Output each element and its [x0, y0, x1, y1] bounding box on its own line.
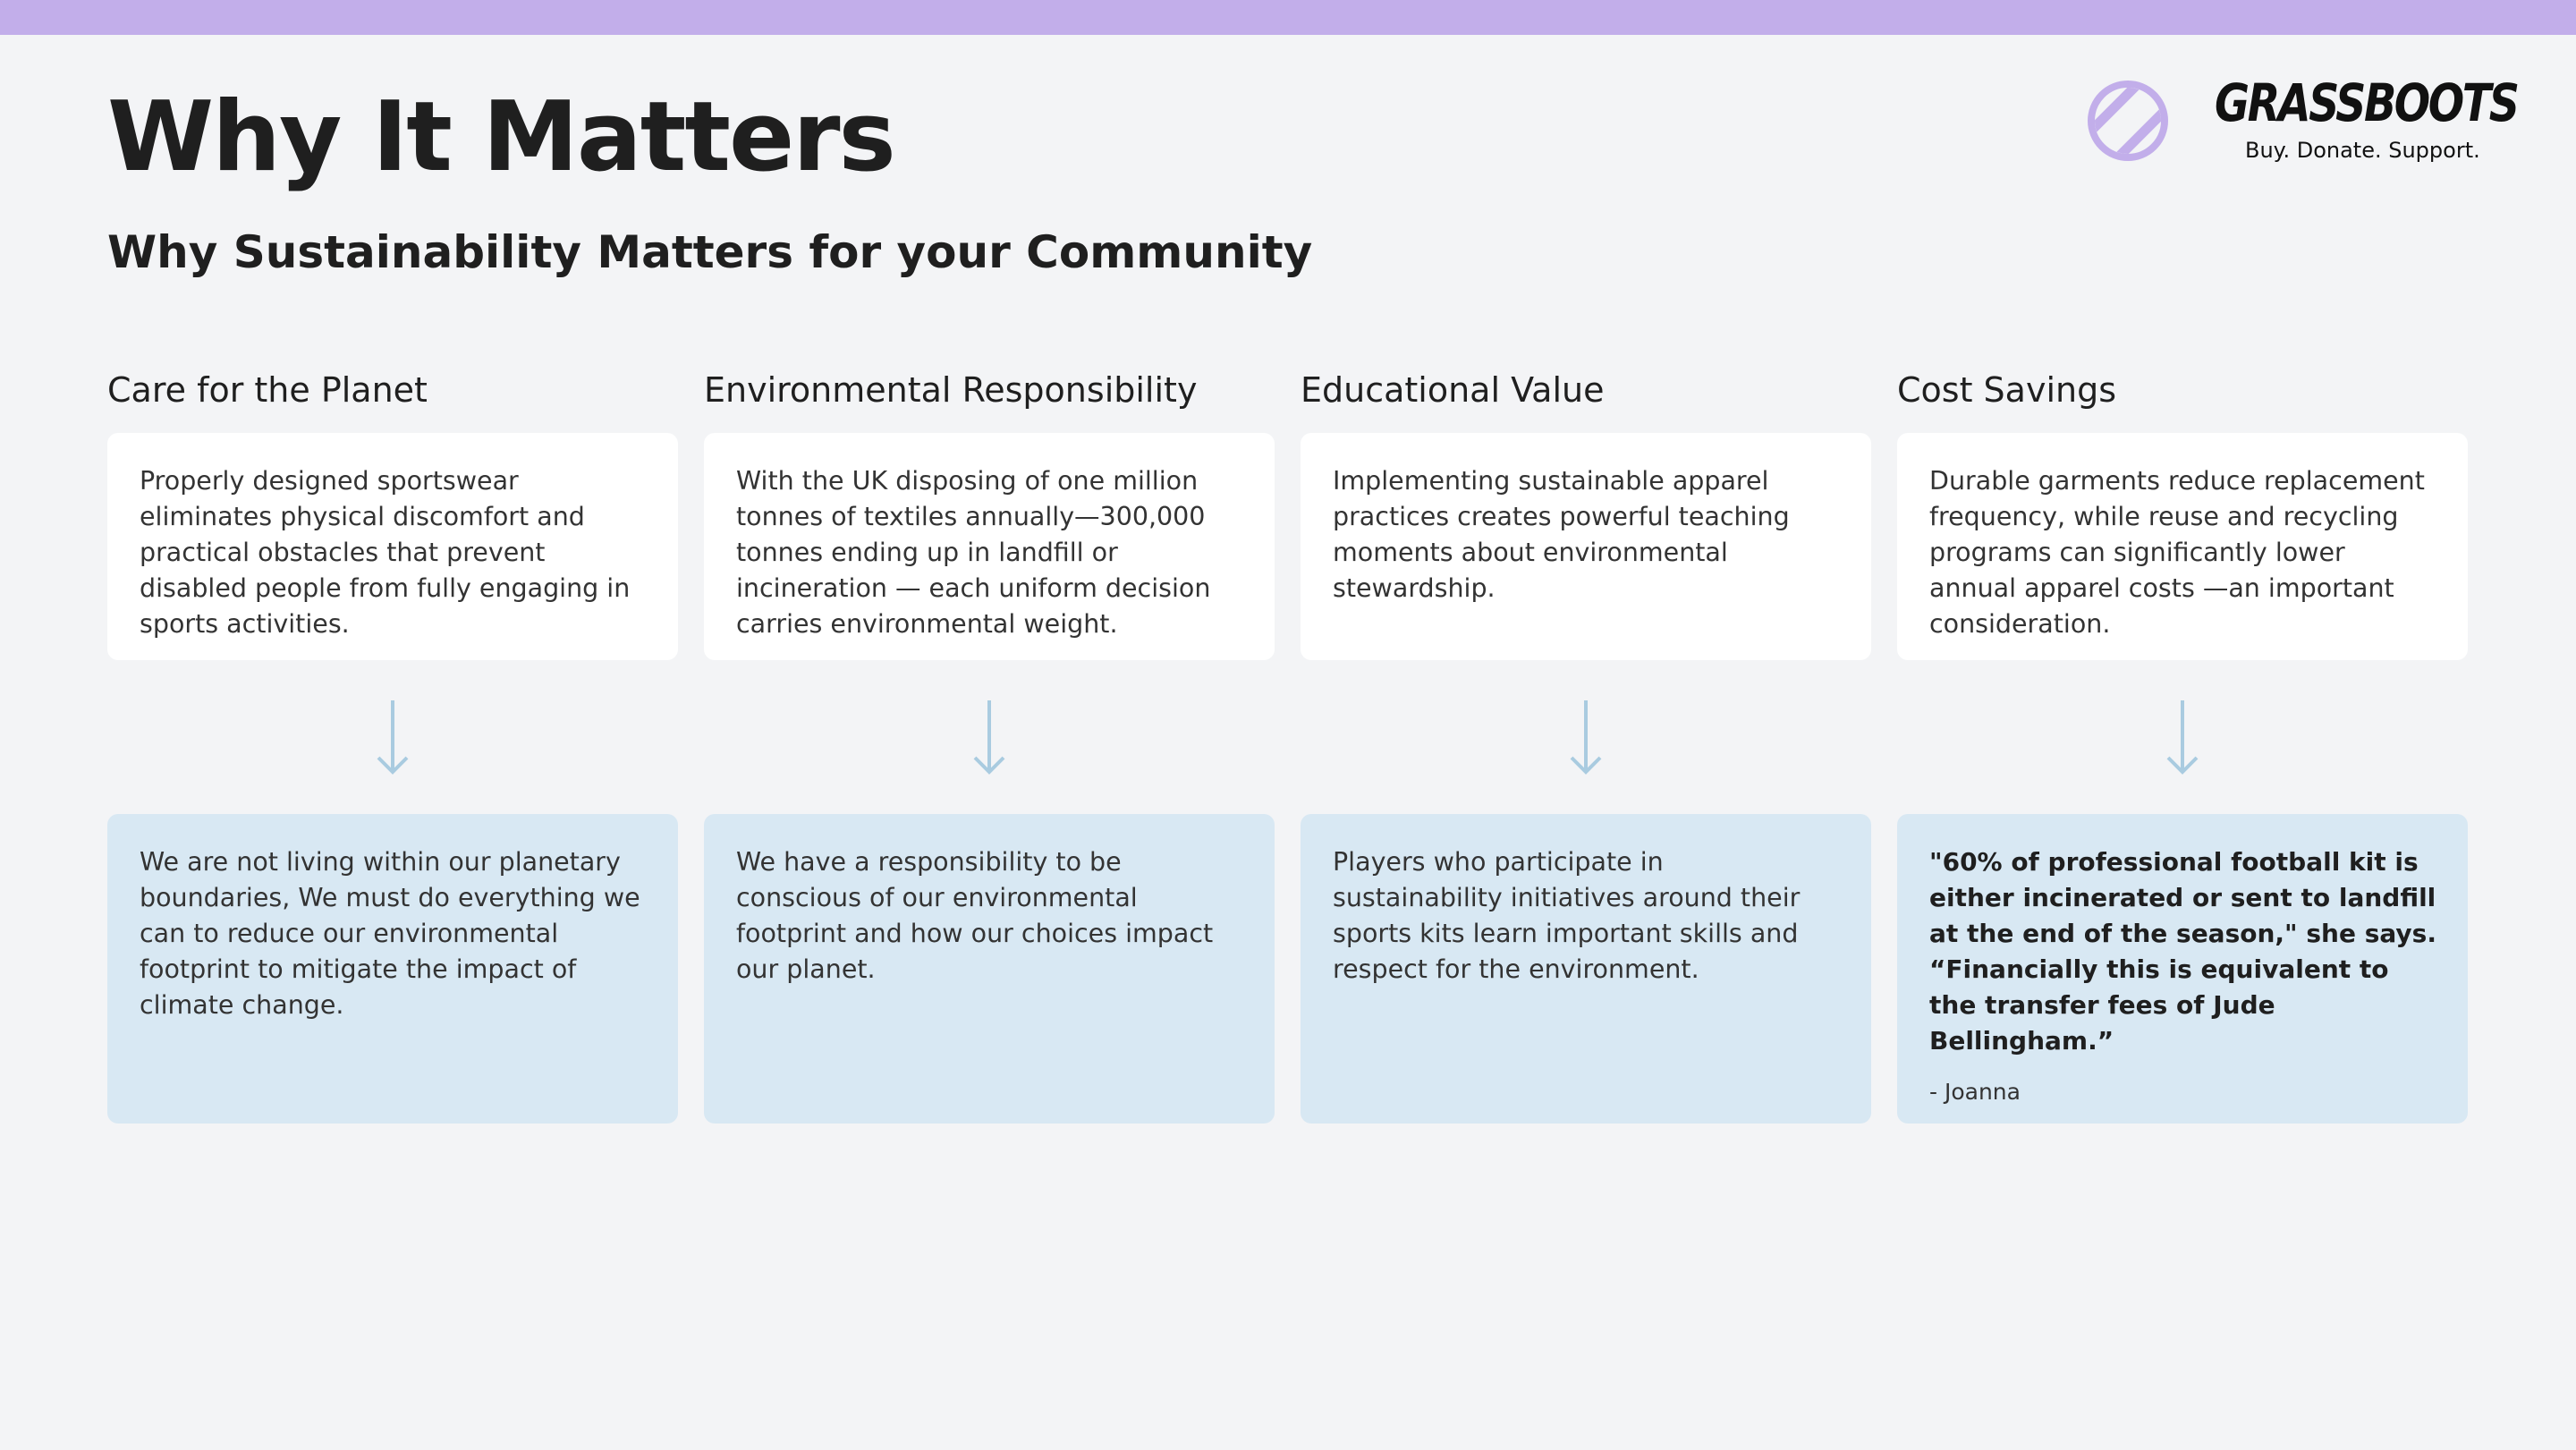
column-heading: Care for the Planet [107, 370, 428, 410]
info-card-text: With the UK disposing of one million ton… [736, 466, 1211, 639]
column-cost-savings: Cost Savings Durable garments reduce rep… [1897, 370, 2468, 1124]
arrow-down-icon [1301, 660, 1871, 814]
striped-circle-icon [2088, 81, 2168, 161]
column-heading: Cost Savings [1897, 370, 2117, 410]
column-heading: Environmental Responsibility [704, 370, 1198, 410]
page-title: Why It Matters [107, 81, 896, 193]
impact-card: We are not living within our planetary b… [107, 814, 678, 1124]
info-card-text: Implementing sustainable apparel practic… [1333, 466, 1790, 603]
quote-attribution: - Joanna [1929, 1079, 2021, 1105]
column-educational-value: Educational Value Implementing sustainab… [1301, 370, 1871, 1124]
logo-wordmark: GRASSBOOTS [2215, 72, 2520, 133]
arrow-down-icon [704, 660, 1275, 814]
top-accent-bar [0, 0, 2576, 35]
column-care-for-planet: Care for the Planet Properly designed sp… [107, 370, 678, 1124]
impact-card-text: We are not living within our planetary b… [140, 847, 640, 1020]
logo-tagline: Buy. Donate. Support. [2245, 138, 2480, 163]
quote-text: "60% of professional football kit is eit… [1929, 847, 2436, 1056]
info-card: Implementing sustainable apparel practic… [1301, 433, 1871, 660]
impact-card-text: Players who participate in sustainabilit… [1333, 847, 1801, 984]
info-card-text: Durable garments reduce replacement freq… [1929, 466, 2425, 639]
column-heading: Educational Value [1301, 370, 1605, 410]
impact-card-text: We have a responsibility to be conscious… [736, 847, 1214, 984]
impact-card: Players who participate in sustainabilit… [1301, 814, 1871, 1124]
page-subtitle: Why Sustainability Matters for your Comm… [107, 226, 1313, 278]
column-environmental-responsibility: Environmental Responsibility With the UK… [704, 370, 1275, 1124]
info-card: With the UK disposing of one million ton… [704, 433, 1275, 660]
arrow-down-icon [107, 660, 678, 814]
info-card: Durable garments reduce replacement freq… [1897, 433, 2468, 660]
info-card-text: Properly designed sportswear eliminates … [140, 466, 631, 639]
quote-card: "60% of professional football kit is eit… [1897, 814, 2468, 1124]
arrow-down-icon [1897, 660, 2468, 814]
info-card: Properly designed sportswear eliminates … [107, 433, 678, 660]
impact-card: We have a responsibility to be conscious… [704, 814, 1275, 1124]
grassboots-logo: GRASSBOOTS Buy. Donate. Support. [2082, 72, 2520, 168]
